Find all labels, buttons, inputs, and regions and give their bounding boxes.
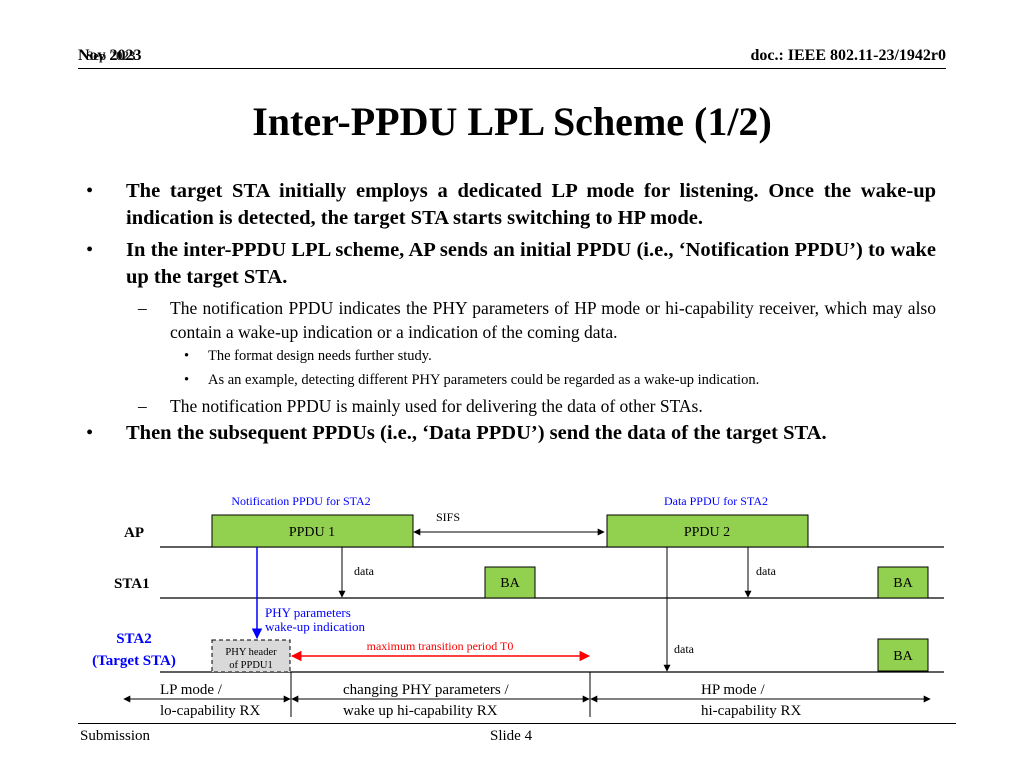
ppdu1-box (211, 514, 414, 548)
header-doc-id: doc.: IEEE 802.11-23/1942r0 (750, 47, 946, 64)
sub-bullet-2: – The notification PPDU is mainly used f… (86, 394, 936, 418)
header-date: Nov 2023 (78, 47, 142, 64)
label-bg (340, 679, 536, 697)
wakeup-indication-label: wake-up indication (265, 619, 365, 634)
max-transition-label: maximum transition period T0 (367, 639, 514, 653)
footer-slide-number: Slide 4 (490, 728, 533, 744)
label-bg (698, 679, 778, 697)
sub-sub-bullet-2: • As an example, detecting different PHY… (86, 370, 936, 390)
ppdu2-box (606, 514, 809, 548)
data-label: data (756, 564, 777, 578)
phy-header-box (211, 639, 291, 673)
label-bg (340, 701, 522, 720)
bullet-2: • In the inter-PPDU LPL scheme, AP sends… (86, 237, 936, 291)
ba-box-sta1-2 (877, 566, 929, 599)
sub-sub-bullet-2-text: As an example, detecting different PHY p… (208, 372, 760, 388)
ba-box-sta2 (877, 638, 929, 672)
footer-submission: Submission (80, 728, 151, 744)
dash-marker: – (138, 396, 147, 416)
changing-phy-label: changing PHY parameters / (343, 682, 509, 698)
footer-divider (78, 723, 956, 724)
data-label: data (674, 642, 695, 656)
dash-marker: – (138, 298, 147, 318)
row-label-sta1: STA1 (114, 576, 150, 592)
sub-bullet-2-text: The notification PPDU is mainly used for… (170, 396, 703, 416)
bullet-2-text: In the inter-PPDU LPL scheme, AP sends a… (126, 239, 936, 288)
data-ppdu-label: Data PPDU for STA2 (664, 494, 768, 508)
row-label-sta2: STA2 (116, 631, 152, 647)
bullet-1-text: The target STA initially employs a dedic… (126, 180, 936, 229)
lp-mode-label: LP mode / (160, 682, 223, 698)
ba-label: BA (893, 649, 913, 664)
ppdu2-label: PPDU 2 (684, 525, 730, 540)
slide-title: Inter-PPDU LPL Scheme (1/2) (252, 99, 772, 144)
bullet-3: • Then the subsequent PPDUs (i.e., ‘Data… (86, 420, 936, 447)
lo-capability-label: lo-capability RX (160, 703, 261, 719)
row-label-ap: AP (124, 525, 144, 541)
ba-box-sta1-1 (484, 566, 536, 599)
bullet-marker: • (184, 372, 190, 388)
sub-sub-bullet-1-text: The format design needs further study. (208, 348, 432, 364)
hi-capability-label: hi-capability RX (701, 703, 802, 719)
bullet-3-text: Then the subsequent PPDUs (i.e., ‘Data P… (126, 422, 827, 444)
sub-bullet-1-text: The notification PPDU indicates the PHY … (170, 298, 936, 342)
ppdu1-label: PPDU 1 (289, 525, 335, 540)
label-bg (158, 701, 278, 720)
notification-ppdu-label: Notification PPDU for STA2 (231, 494, 370, 508)
row-label-target-sta: (Target STA) (92, 653, 176, 669)
ba-label: BA (500, 576, 520, 591)
bullet-marker: • (86, 239, 94, 261)
ba-label: BA (893, 576, 913, 591)
label-bg (158, 679, 236, 697)
bullet-marker: • (184, 348, 190, 364)
label-bg (698, 701, 820, 720)
phy-header-label-2: of PPDU1 (229, 660, 272, 671)
hp-mode-label: HP mode / (701, 682, 765, 698)
bullet-list: • The target STA initially employs a ded… (86, 178, 936, 452)
header-divider (78, 68, 946, 69)
header-date-overlay: Sep 2023 (86, 48, 136, 63)
bullet-marker: • (86, 422, 94, 444)
bullet-1: • The target STA initially employs a ded… (86, 178, 936, 232)
data-label: data (354, 564, 375, 578)
sifs-label: SIFS (436, 510, 460, 524)
phy-header-label: PHY header (225, 647, 277, 658)
phy-parameters-label: PHY parameters (265, 605, 351, 620)
bullet-marker: • (86, 180, 94, 202)
wake-up-hi-label: wake up hi-capability RX (343, 703, 498, 719)
sub-bullet-1: – The notification PPDU indicates the PH… (86, 296, 936, 344)
sub-sub-bullet-1: • The format design needs further study. (86, 346, 936, 366)
